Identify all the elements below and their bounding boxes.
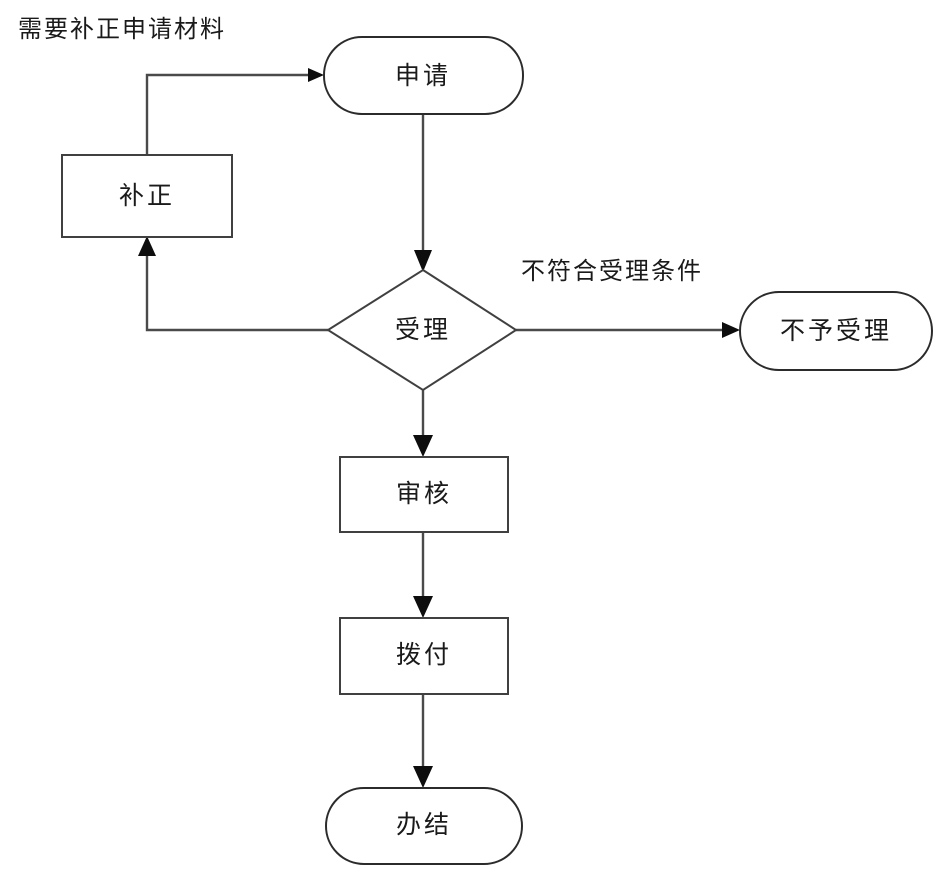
node-review-label: 审核: [396, 479, 452, 508]
edge-accept-to-review-arrowhead: [413, 435, 433, 457]
edge-accept-to-supplement-arrowhead: [138, 236, 156, 256]
node-apply-shape: [323, 36, 524, 115]
node-reject[interactable]: 不予受理: [739, 291, 933, 371]
edge-accept-to-supplement-line: [145, 248, 328, 332]
node-complete-shape: [325, 787, 523, 865]
edge-disburse-to-complete: [413, 694, 433, 788]
edge-apply-to-accept: [414, 114, 432, 272]
edge-review-to-disburse-arrowhead: [413, 596, 433, 618]
node-supplement-shape: [61, 154, 233, 238]
node-apply-label: 申请: [395, 61, 451, 90]
node-complete-label: 办结: [396, 810, 452, 839]
edge-disburse-to-complete-arrowhead: [413, 766, 433, 788]
node-review[interactable]: 审核: [339, 456, 509, 533]
edge-review-to-disburse: [413, 532, 433, 618]
node-supplement-label: 补正: [119, 181, 175, 210]
node-apply[interactable]: 申请: [323, 36, 524, 115]
node-accept-shape: [326, 268, 518, 392]
edge-supplement-to-apply-arrowhead: [308, 68, 324, 82]
node-reject-shape: [739, 291, 933, 371]
edge-accept-to-reject-arrowhead: [722, 322, 740, 338]
edge-supplement-to-apply: [145, 68, 324, 155]
edge-accept-to-review: [413, 390, 433, 457]
edge-apply-to-accept-arrowhead: [414, 250, 432, 272]
node-disburse-shape: [339, 617, 509, 695]
node-accept[interactable]: 受理: [326, 268, 518, 392]
edge-label-need-supplement: 需要补正申请材料: [18, 15, 226, 43]
edge-label-not-qualified: 不符合受理条件: [521, 257, 703, 285]
edge-accept-to-reject: [516, 322, 740, 338]
node-supplement[interactable]: 补正: [61, 154, 233, 238]
node-disburse-label: 拨付: [396, 640, 452, 669]
node-accept-label: 受理: [395, 315, 451, 344]
node-complete[interactable]: 办结: [325, 787, 523, 865]
node-reject-label: 不予受理: [780, 316, 892, 345]
edge-accept-to-supplement: [138, 236, 328, 332]
edge-supplement-to-apply-line: [145, 73, 318, 155]
node-disburse[interactable]: 拨付: [339, 617, 509, 695]
node-review-shape: [339, 456, 509, 533]
